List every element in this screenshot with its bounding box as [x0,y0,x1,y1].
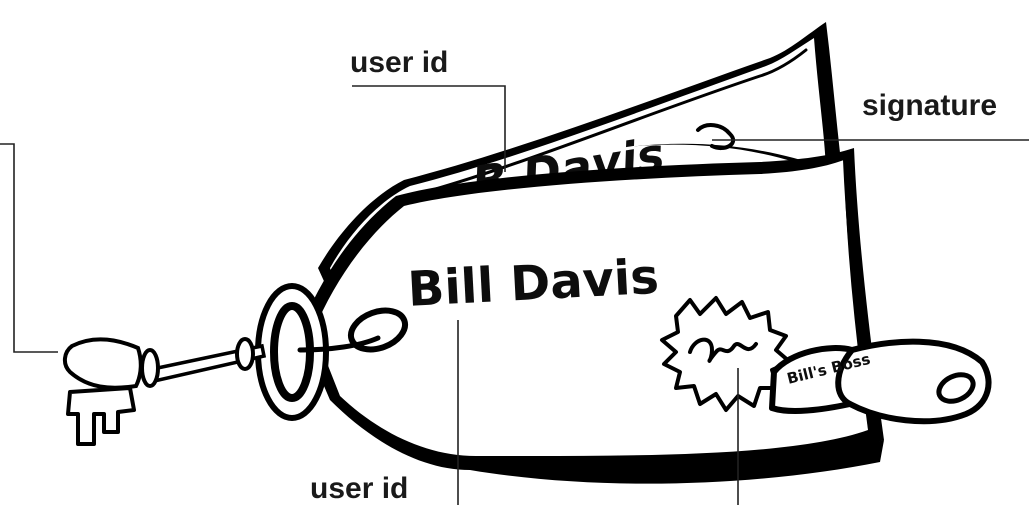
leader-lines [0,85,1029,505]
label-signature: signature [862,89,997,122]
front-tag-name: Bill Davis [406,249,660,318]
key-icon [63,337,267,446]
signature-seal: Bill's Boss [660,296,992,425]
label-user-id-bottom: user id [310,472,408,505]
leader-user-id-top [352,85,506,172]
seal-scrawl [688,337,758,363]
ring [255,283,409,421]
leader-key [0,143,58,353]
label-user-id-top: user id [350,46,448,79]
back-signature-mark [696,123,736,151]
